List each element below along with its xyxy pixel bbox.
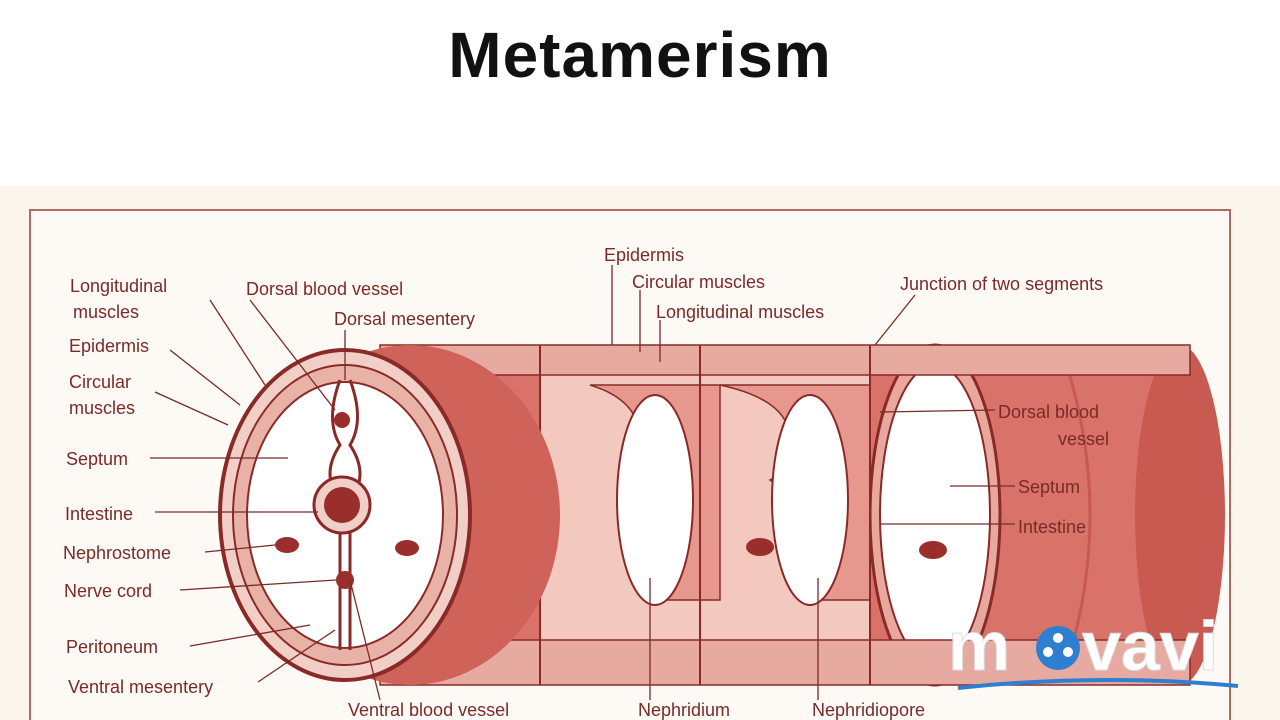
label-nephrostome: Nephrostome bbox=[63, 543, 171, 563]
label-longitudinal-muscles-1: Longitudinal bbox=[70, 276, 167, 296]
label-junction: Junction of two segments bbox=[900, 274, 1103, 294]
septum-opening-2 bbox=[771, 394, 849, 606]
page-title: Metamerism bbox=[448, 19, 832, 91]
movavi-watermark: m vavi bbox=[948, 608, 1239, 690]
label-epidermis-top: Epidermis bbox=[604, 245, 684, 265]
label-epidermis-left: Epidermis bbox=[69, 336, 149, 356]
label-nerve-cord: Nerve cord bbox=[64, 581, 152, 601]
label-intestine-left: Intestine bbox=[65, 504, 133, 524]
nephridium-oval-1 bbox=[746, 538, 774, 556]
diagram-labels: Longitudinal muscles Epidermis Circular … bbox=[63, 245, 1109, 720]
label-septum-left: Septum bbox=[66, 449, 128, 469]
septum-opening-1 bbox=[616, 394, 694, 606]
nerve-cord-dot bbox=[336, 571, 354, 589]
label-dorsal-blood-vessel-top: Dorsal blood vessel bbox=[246, 279, 403, 299]
film-reel-icon bbox=[1036, 626, 1080, 670]
label-longitudinal-muscles-top: Longitudinal muscles bbox=[656, 302, 824, 322]
watermark-text: m bbox=[948, 608, 1010, 685]
body-end bbox=[1135, 345, 1225, 685]
nephrostome-dot-right bbox=[395, 540, 419, 556]
label-ventral-mesentery: Ventral mesentery bbox=[68, 677, 213, 697]
label-circular-muscles-top: Circular muscles bbox=[632, 272, 765, 292]
label-ventral-blood-vessel: Ventral blood vessel bbox=[348, 700, 509, 720]
intestine-lumen bbox=[324, 487, 360, 523]
label-nephridium: Nephridium bbox=[638, 700, 730, 720]
dorsal-vessel-dot bbox=[334, 412, 350, 428]
label-dorsal-blood-vessel-right-1: Dorsal blood bbox=[998, 402, 1099, 422]
label-nephridiopore: Nephridiopore bbox=[812, 700, 925, 720]
body-wall-top bbox=[379, 344, 1191, 376]
label-circular-muscles-1: Circular bbox=[69, 372, 131, 392]
label-intestine-right: Intestine bbox=[1018, 517, 1086, 537]
label-septum-right: Septum bbox=[1018, 477, 1080, 497]
label-circular-muscles-2: muscles bbox=[69, 398, 135, 418]
label-dorsal-mesentery: Dorsal mesentery bbox=[334, 309, 475, 329]
label-peritoneum: Peritoneum bbox=[66, 637, 158, 657]
label-longitudinal-muscles-2: muscles bbox=[73, 302, 139, 322]
svg-text:vavi: vavi bbox=[1082, 608, 1218, 685]
nephrostome-dot-left bbox=[275, 537, 299, 553]
label-dorsal-blood-vessel-right-2: vessel bbox=[1058, 429, 1109, 449]
leader-lines bbox=[150, 265, 1015, 701]
nephridium-oval-2 bbox=[919, 541, 947, 559]
worm-body bbox=[218, 343, 1225, 687]
